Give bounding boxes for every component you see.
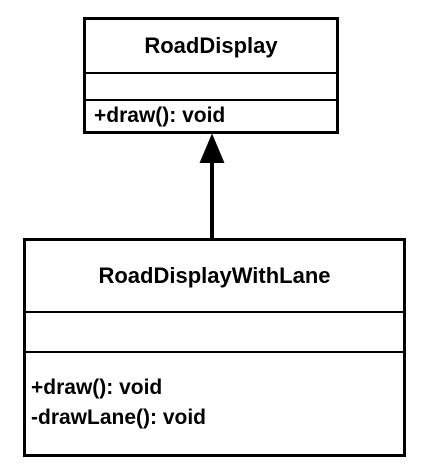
class-name: RoadDisplayWithLane [98,263,331,288]
operations-compartment: +draw(): void -drawLane(): void [26,351,403,454]
operation-draw: +draw(): void [94,104,226,127]
class-box-roaddisplay[interactable]: RoadDisplay +draw(): void [83,17,339,134]
class-box-roaddisplaywithlane[interactable]: RoadDisplayWithLane +draw(): void -drawL… [23,238,406,457]
operation-drawlane: -drawLane(): void [31,406,207,429]
operation-draw: +draw(): void [31,376,163,399]
attributes-compartment [86,72,336,99]
operations-compartment: +draw(): void [86,99,336,131]
attributes-compartment [26,311,403,351]
class-name: RoadDisplay [144,33,278,58]
class-name-compartment: RoadDisplayWithLane [26,241,403,311]
generalization-arrowhead [199,133,225,163]
class-name-compartment: RoadDisplay [86,20,336,72]
